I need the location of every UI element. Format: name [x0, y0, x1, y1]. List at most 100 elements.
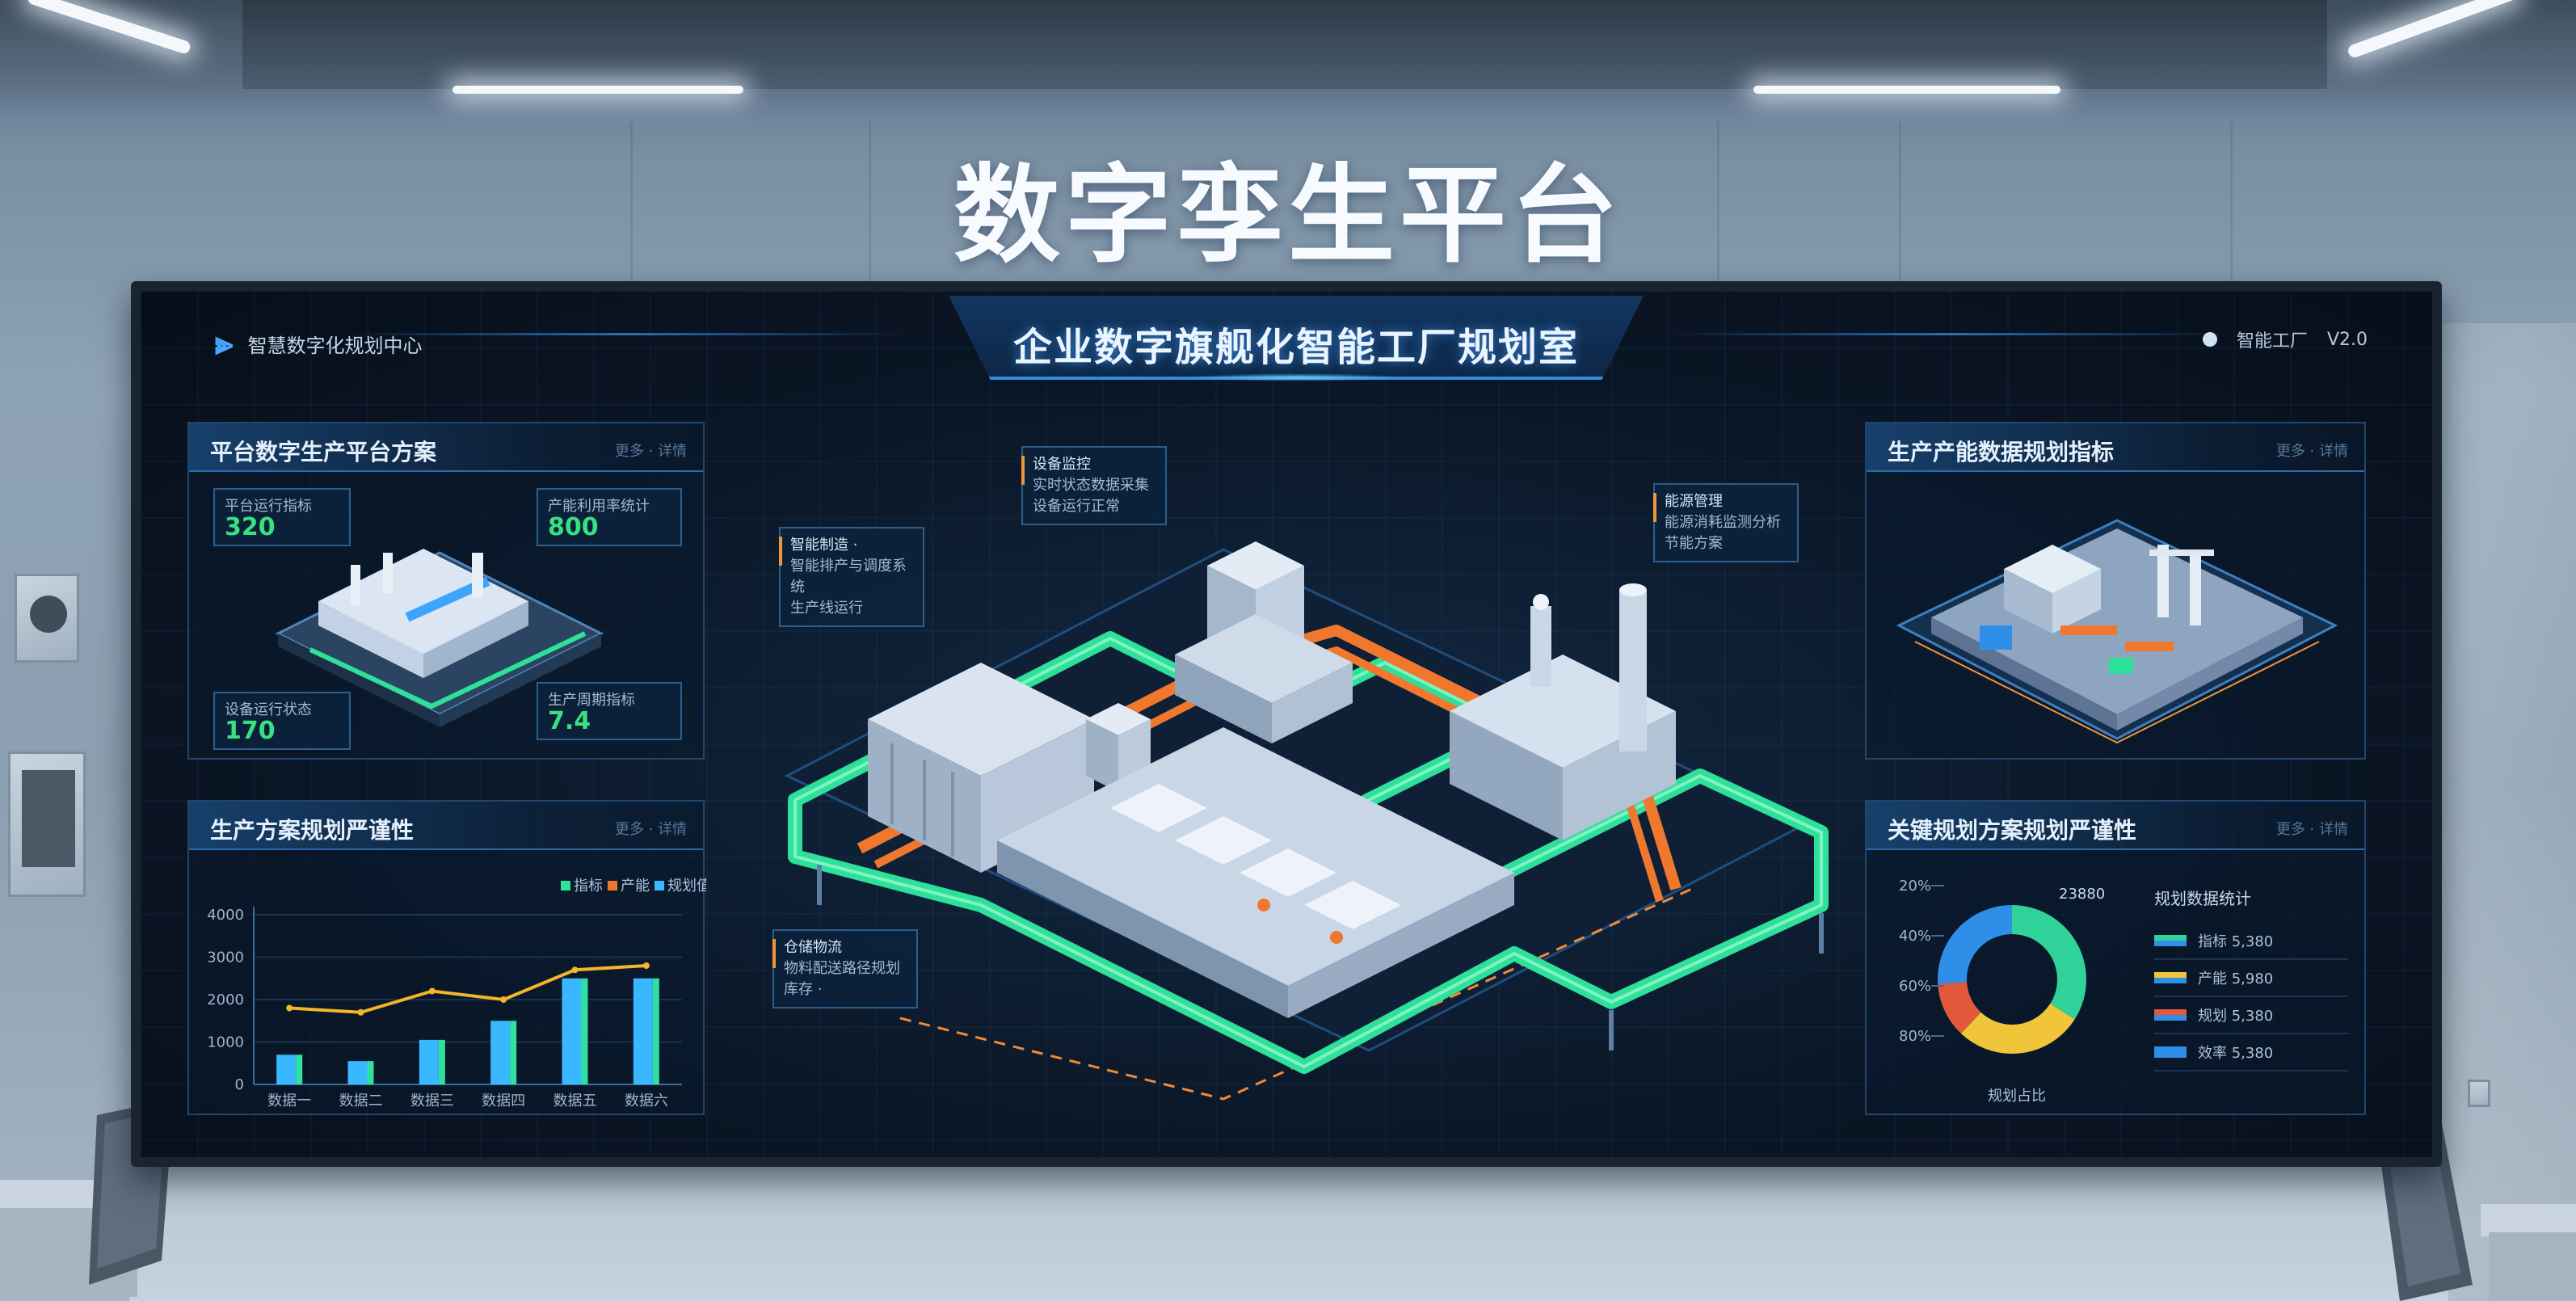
- donut-slice[interactable]: [1938, 905, 2086, 1054]
- chart-line-point[interactable]: [500, 996, 507, 1003]
- legend-label: 产能 5,980: [2198, 970, 2274, 987]
- factory-model-detail: [1896, 519, 2338, 744]
- chart-bar-side: [510, 1021, 517, 1084]
- stat-card[interactable]: 产能利用率统计 800: [537, 488, 682, 546]
- legend-label: 规划值: [667, 878, 706, 895]
- donut-caption: 规划占比: [1988, 1088, 2046, 1105]
- stat-value: 7.4: [548, 707, 591, 735]
- scene-label[interactable]: 智能制造 · 智能排产与调度系统 生产线运行: [779, 527, 924, 627]
- stat-label: 产能利用率统计: [548, 498, 650, 515]
- chart-line-point[interactable]: [571, 966, 579, 974]
- panel-more-link[interactable]: 更多 · 详情: [614, 821, 687, 838]
- chart-bar-side: [296, 1055, 303, 1084]
- right-bottom-panel: 关键规划方案规划严谨性 更多 · 详情 20%40%60%80% 23880 规…: [1865, 800, 2366, 1115]
- wall-switch: [2468, 1080, 2490, 1107]
- y-tick-label: 0: [235, 1076, 244, 1093]
- donut-axis-tick: 20%: [1899, 878, 1931, 895]
- chart-bar-side: [581, 978, 588, 1084]
- chart-bar[interactable]: [562, 978, 582, 1084]
- scene-label[interactable]: 设备监控 实时状态数据采集 设备运行正常: [1021, 446, 1167, 525]
- y-tick-label: 2000: [207, 992, 244, 1008]
- donut-legend: 指标 5,380 产能 5,980 规划 5,380 效率 5,380: [2154, 923, 2348, 1072]
- x-tick-label: 数据六: [625, 1093, 668, 1109]
- scene-label-line: 物料配送路径规划: [784, 960, 900, 977]
- scene-label-line: 实时状态数据采集: [1033, 477, 1149, 494]
- legend-label: 规划 5,380: [2198, 1008, 2274, 1025]
- header-status-label: 智能工厂: [2236, 331, 2308, 352]
- ceiling-light: [1753, 86, 2060, 94]
- stat-card[interactable]: 设备运行状态 170: [213, 692, 351, 750]
- scene-label-line: 生产线运行: [790, 600, 863, 617]
- panel-header: [189, 802, 703, 850]
- scene-label-title: 能源管理: [1665, 493, 1723, 510]
- ceiling-light: [452, 86, 743, 94]
- legend-swatch: [2154, 972, 2187, 983]
- header-deco-line: [1668, 333, 2233, 335]
- legend-row[interactable]: 效率 5,380: [2154, 1034, 2348, 1072]
- legend-swatch: [608, 881, 617, 890]
- donut-chart: 20%40%60%80%: [1899, 878, 2086, 1054]
- chart-bar[interactable]: [490, 1021, 511, 1084]
- wall-title: 数字孪生平台: [953, 154, 1623, 278]
- chart-line-point[interactable]: [286, 1004, 293, 1012]
- chart-bar[interactable]: [276, 1055, 297, 1084]
- wall-control-panel: [8, 752, 86, 897]
- donut-total: 23880: [2059, 886, 2106, 903]
- legend-swatch: [2154, 1046, 2187, 1058]
- brand-name: 智慧数字化规划中心: [247, 334, 423, 357]
- y-tick-label: 1000: [207, 1034, 244, 1051]
- chart-bar[interactable]: [347, 1061, 368, 1084]
- dashboard-title: 企业数字旗舰化智能工厂规划室: [1012, 325, 1579, 370]
- left-top-panel: 平台数字生产平台方案 更多 · 详情 平台运行指标 320: [187, 422, 705, 760]
- stat-label: 设备运行状态: [225, 701, 312, 718]
- chart-bar[interactable]: [633, 978, 653, 1084]
- chart-bar-side: [438, 1039, 445, 1084]
- stat-card[interactable]: 平台运行指标 320: [213, 488, 351, 546]
- panel-title: 生产方案规划严谨性: [210, 817, 415, 844]
- panel-title: 生产产能数据规划指标: [1888, 439, 2115, 465]
- legend-row[interactable]: 指标 5,380: [2154, 923, 2348, 960]
- scene-label-line: 智能排产与调度系统: [790, 558, 907, 596]
- scene-label-title: 设备监控: [1033, 456, 1091, 473]
- scene-label-title: 仓储物流: [784, 939, 842, 956]
- lower-wall: [129, 1164, 2448, 1301]
- label-accent: [772, 939, 776, 968]
- panel-more-link[interactable]: 更多 · 详情: [614, 443, 687, 460]
- stat-label: 平台运行指标: [225, 498, 312, 515]
- label-accent: [1021, 456, 1025, 485]
- chart-line: [289, 964, 646, 1014]
- legend-row[interactable]: 规划 5,380: [2154, 997, 2348, 1034]
- scene-label-line: 库存 ·: [784, 981, 823, 998]
- stat-card[interactable]: 生产周期指标 7.4: [537, 682, 682, 740]
- chart-bar-side: [652, 978, 659, 1084]
- bar-line-chart: 指标产能规划值01000200030004000数据一数据二数据三数据四数据五数…: [207, 878, 706, 1109]
- donut-slice[interactable]: [1938, 905, 2086, 1054]
- chart-line-point[interactable]: [428, 987, 436, 995]
- chart-line-point[interactable]: [357, 1008, 364, 1016]
- brand[interactable]: ⫸ 智慧数字化规划中心: [215, 325, 423, 362]
- scene-label-line: 设备运行正常: [1033, 498, 1120, 515]
- scene-label[interactable]: 能源管理 能源消耗监测分析 节能方案: [1653, 483, 1799, 562]
- donut-axis-tick: 60%: [1899, 978, 1931, 995]
- panel-more-link[interactable]: 更多 · 详情: [2275, 443, 2348, 460]
- x-tick-label: 数据三: [410, 1093, 454, 1109]
- chart-bar[interactable]: [419, 1039, 439, 1084]
- y-tick-label: 3000: [207, 949, 244, 966]
- label-accent: [1653, 493, 1656, 522]
- header-status: 智能工厂 V2.0: [2202, 326, 2368, 352]
- scene-label[interactable]: 仓储物流 物料配送路径规划 库存 ·: [772, 929, 918, 1008]
- chart-line-point[interactable]: [642, 962, 650, 969]
- legend-row[interactable]: 产能 5,980: [2154, 960, 2348, 997]
- weather-icon: [2202, 332, 2217, 347]
- scene-label-line: 节能方案: [1665, 535, 1723, 552]
- panel-more-link[interactable]: 更多 · 详情: [2275, 821, 2348, 838]
- x-tick-label: 数据一: [267, 1093, 311, 1109]
- wall-speaker: [15, 574, 79, 663]
- chart-legend: 指标产能规划值: [561, 878, 706, 895]
- legend-label: 指标 5,380: [2198, 933, 2274, 950]
- stat-value: 800: [548, 513, 599, 541]
- legend-title: 规划数据统计: [2154, 889, 2251, 908]
- legend-swatch: [655, 881, 664, 890]
- dashboard-header: ⫸ 智慧数字化规划中心 企业数字旗舰化智能工厂规划室 智能工厂 V2.0: [141, 291, 2432, 388]
- dashboard-background: ⫸ 智慧数字化规划中心 企业数字旗舰化智能工厂规划室 智能工厂 V2.0 平台数…: [141, 291, 2432, 1157]
